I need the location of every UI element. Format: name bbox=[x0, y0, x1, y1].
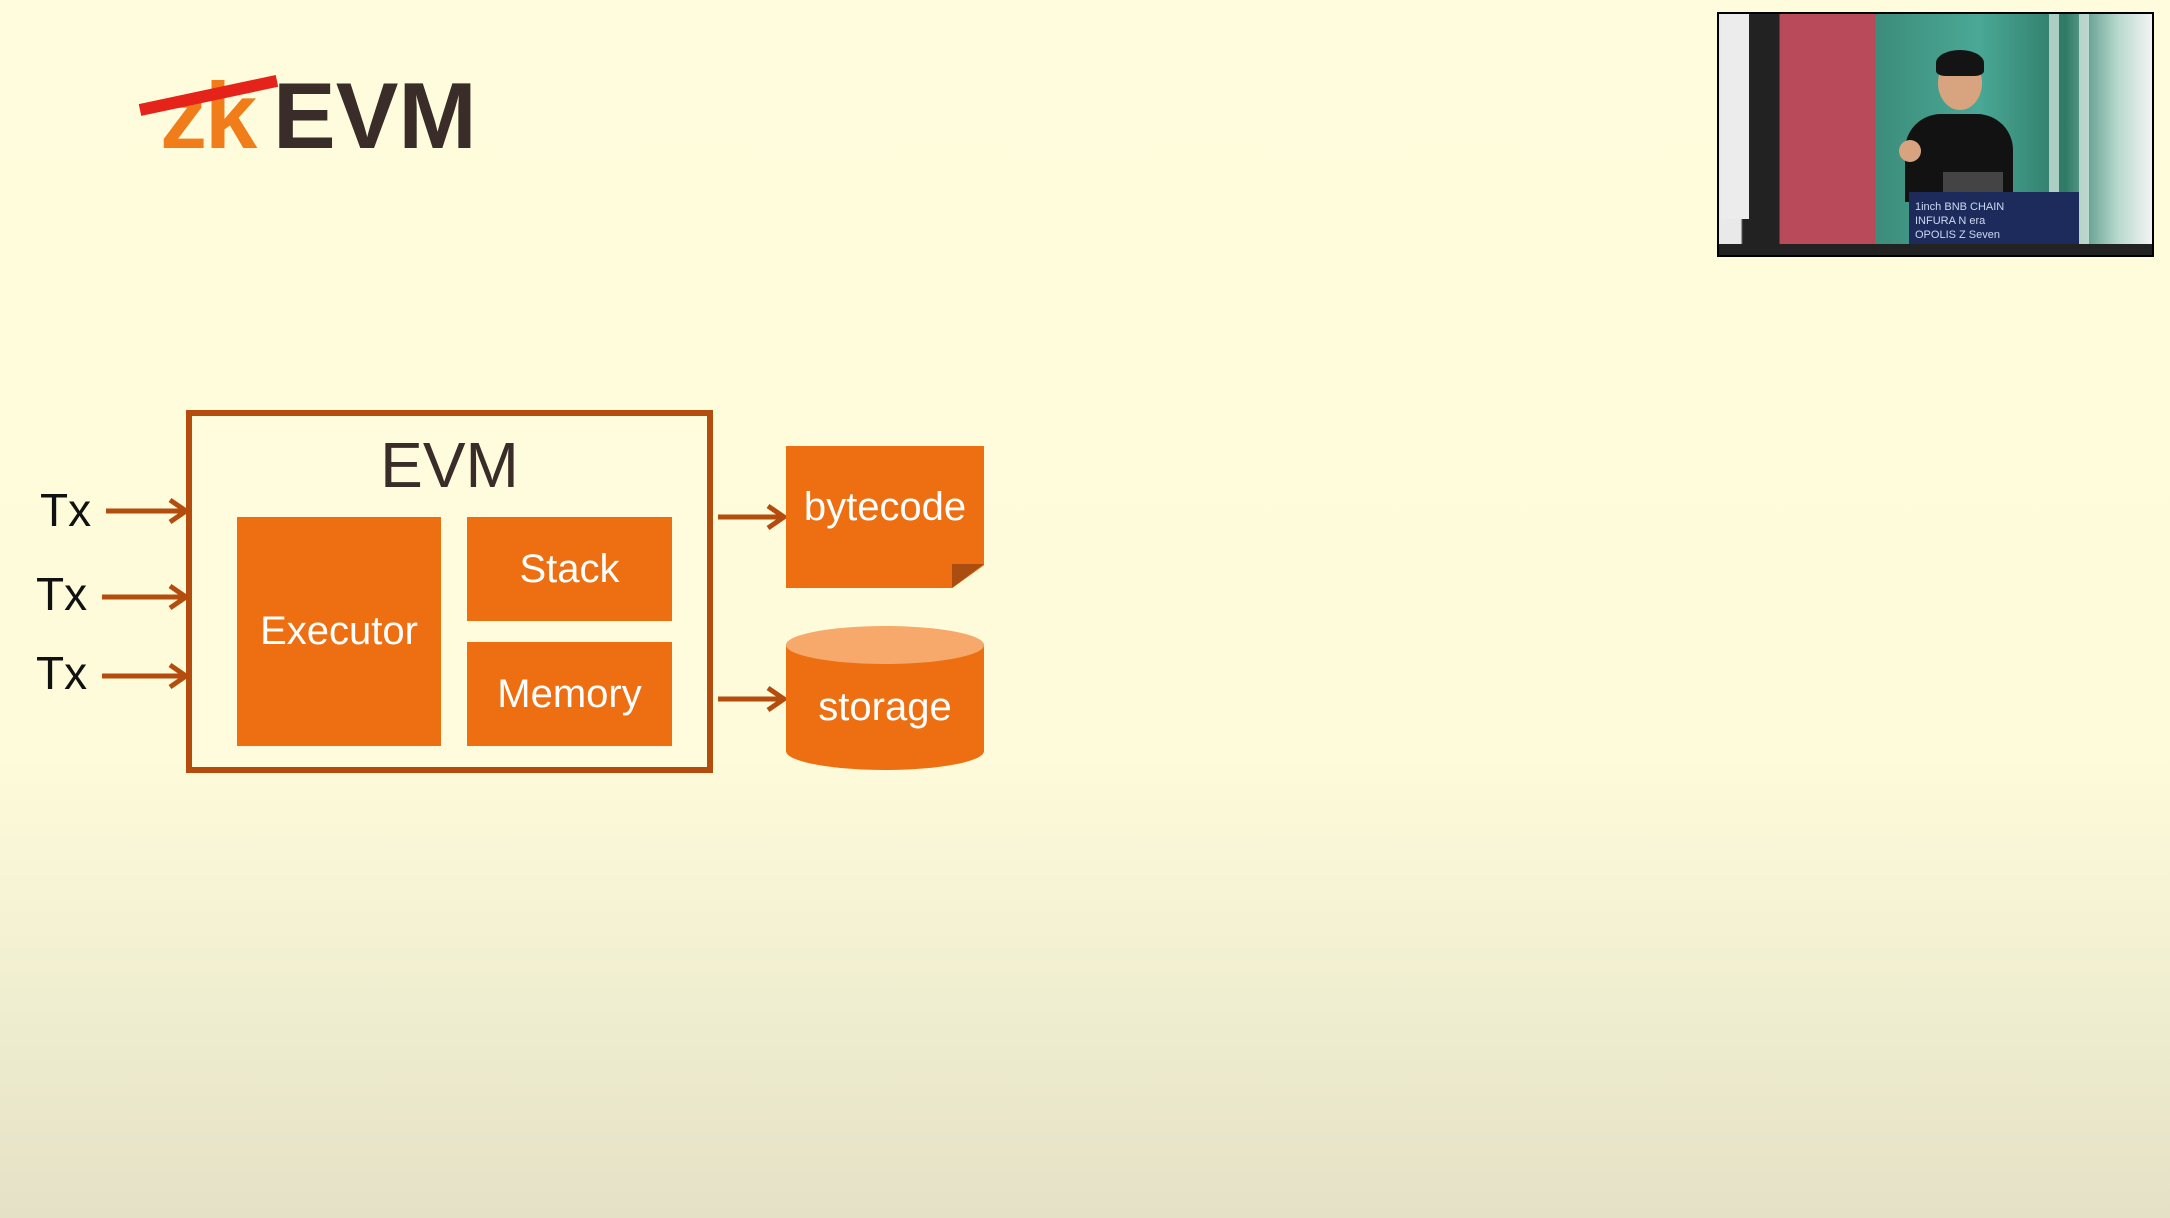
stage-floor bbox=[1719, 244, 2152, 255]
speaker-video-inset: 1inch BNB CHAIN INFURA N era OPOLIS Z Se… bbox=[1717, 12, 2154, 257]
tx-label-2: Tx bbox=[36, 568, 88, 620]
storage-cylinder: storage bbox=[786, 626, 984, 770]
bytecode-document: bytecode bbox=[786, 446, 984, 588]
podium-line-3: OPOLIS Z Seven bbox=[1915, 229, 2000, 241]
storage-arrow bbox=[718, 685, 788, 713]
backdrop-stripe bbox=[2079, 14, 2089, 255]
memory-label: Memory bbox=[497, 671, 642, 716]
tx-arrow-1 bbox=[106, 497, 190, 525]
speaker-hair bbox=[1936, 50, 1984, 76]
tx-label-3: Tx bbox=[36, 647, 88, 699]
bytecode-arrow bbox=[718, 503, 788, 531]
storage-label: storage bbox=[818, 685, 952, 729]
stack-label: Stack bbox=[519, 546, 620, 591]
storage-cylinder-top bbox=[786, 626, 984, 664]
tx-label-1: Tx bbox=[40, 484, 92, 536]
bytecode-label: bytecode bbox=[803, 484, 967, 529]
podium-line-1: 1inch BNB CHAIN bbox=[1915, 201, 2005, 213]
projection-screen bbox=[1721, 14, 1749, 219]
speaker-hand bbox=[1899, 140, 1921, 162]
podium-sponsor-logos: 1inch BNB CHAIN INFURA N era OPOLIS Z Se… bbox=[1915, 200, 2075, 242]
executor-block: Executor bbox=[237, 517, 441, 746]
title-main-text: EVM bbox=[273, 63, 477, 168]
title-struck-text: zk bbox=[160, 63, 257, 168]
backdrop-stripe bbox=[2049, 14, 2059, 255]
tx-arrow-3 bbox=[102, 662, 190, 690]
stack-block: Stack bbox=[467, 517, 672, 621]
evm-box-label: EVM bbox=[380, 429, 519, 501]
tx-arrow-2 bbox=[102, 583, 190, 611]
memory-block: Memory bbox=[467, 642, 672, 746]
executor-label: Executor bbox=[260, 609, 418, 653]
podium-line-2: INFURA N era bbox=[1915, 215, 1986, 227]
